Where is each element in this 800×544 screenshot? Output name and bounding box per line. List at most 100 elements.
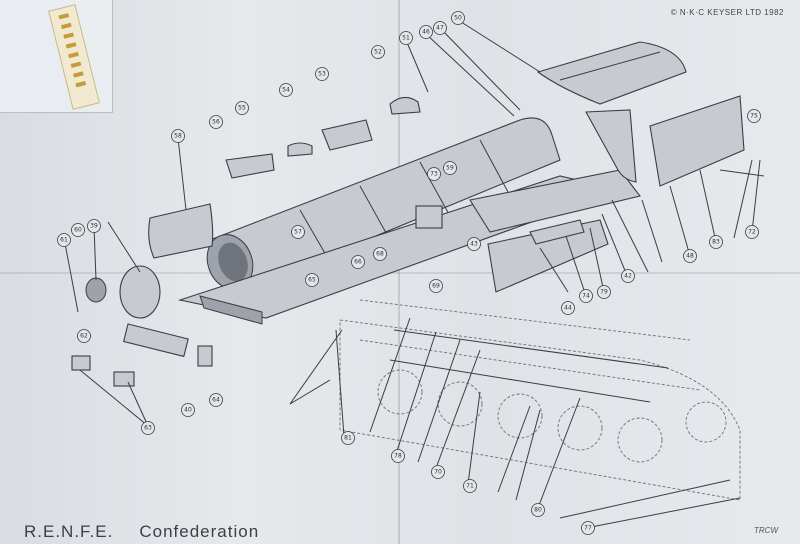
part-number-label: 61 [60, 237, 68, 244]
sandbox [321, 119, 373, 151]
fold-line [398, 0, 400, 544]
part-number-bubble: 47 [433, 21, 447, 35]
part-number-label: 44 [564, 305, 572, 312]
part-number-label: 65 [308, 277, 316, 284]
part-number-label: 56 [212, 119, 220, 126]
artist-credit: TRCW [754, 526, 778, 535]
cab-front [649, 95, 745, 187]
part-number-label: 66 [354, 259, 362, 266]
cab-roof [536, 41, 687, 105]
title-locomotive: Confederation [139, 522, 260, 541]
part-number-label: 40 [184, 407, 192, 414]
part-number-bubble: 63 [141, 421, 155, 435]
coupler [197, 345, 213, 367]
part-number-label: 50 [454, 15, 462, 22]
part-number-bubble: 56 [209, 115, 223, 129]
part-number-label: 83 [712, 239, 720, 246]
part-number-label: 53 [318, 71, 326, 78]
part-number-bubble: 51 [399, 31, 413, 45]
part-number-bubble: 53 [315, 67, 329, 81]
part-number-label: 57 [294, 229, 302, 236]
part-number-label: 54 [282, 87, 290, 94]
lubricator [415, 205, 443, 229]
part-number-label: 58 [174, 133, 182, 140]
part-number-bubble: 79 [597, 285, 611, 299]
part-number-bubble: 43 [467, 237, 481, 251]
loco-outline [339, 299, 741, 501]
copyright-notice: © N·K·C KEYSER LTD 1982 [670, 8, 784, 17]
fold-line [0, 272, 800, 274]
cab-side [585, 109, 637, 183]
decal-bag [0, 0, 113, 113]
part-number-label: 46 [422, 29, 430, 36]
part-number-bubble: 44 [561, 301, 575, 315]
part-number-bubble: 65 [305, 273, 319, 287]
part-number-bubble: 72 [745, 225, 759, 239]
part-number-label: 48 [686, 253, 694, 260]
boiler [206, 117, 561, 290]
title-railway: R.E.N.F.E. [24, 522, 114, 541]
part-number-bubble: 71 [463, 479, 477, 493]
part-number-label: 47 [436, 25, 444, 32]
part-number-label: 72 [748, 229, 756, 236]
safety-valve [225, 153, 275, 179]
dome [389, 96, 421, 115]
part-number-label: 64 [212, 397, 220, 404]
part-number-label: 59 [446, 165, 454, 172]
part-number-bubble: 50 [451, 11, 465, 25]
part-number-bubble: 66 [351, 255, 365, 269]
part-number-label: 69 [432, 283, 440, 290]
part-number-bubble: 52 [371, 45, 385, 59]
buffer-step [71, 355, 91, 371]
part-number-bubble: 62 [77, 329, 91, 343]
part-number-label: 74 [582, 293, 590, 300]
part-number-label: 51 [402, 35, 410, 42]
part-number-bubble: 42 [621, 269, 635, 283]
smokebox-door [119, 265, 161, 319]
part-number-label: 63 [144, 425, 152, 432]
part-number-bubble: 69 [429, 279, 443, 293]
part-number-label: 62 [80, 333, 88, 340]
part-number-label: 70 [434, 469, 442, 476]
part-number-bubble: 74 [579, 289, 593, 303]
part-number-label: 79 [600, 289, 608, 296]
part-number-label: 71 [466, 483, 474, 490]
chimney [287, 142, 313, 157]
part-number-bubble: 70 [431, 465, 445, 479]
part-number-label: 60 [74, 227, 82, 234]
part-number-bubble: 81 [341, 431, 355, 445]
buffer-beam [122, 323, 189, 358]
headlamp [85, 277, 107, 303]
part-number-bubble: 75 [747, 109, 761, 123]
part-number-label: 39 [90, 223, 98, 230]
part-number-bubble: 48 [683, 249, 697, 263]
part-number-bubble: 68 [373, 247, 387, 261]
part-number-bubble: 73 [427, 167, 441, 181]
buffer-step [113, 371, 135, 387]
part-number-bubble: 80 [531, 503, 545, 517]
part-number-label: 73 [430, 171, 438, 178]
part-number-bubble: 39 [87, 219, 101, 233]
part-number-label: 68 [376, 251, 384, 258]
part-number-bubbles: 50 47 46 51 52 53 54 55 56 58 75 73 57 59 68 66 65 61 60 39… [57, 11, 761, 535]
part-number-label: 52 [374, 49, 382, 56]
part-number-bubble: 54 [279, 83, 293, 97]
part-number-bubble: 78 [391, 449, 405, 463]
part-number-label: 55 [238, 105, 246, 112]
part-number-label: 77 [584, 525, 592, 532]
part-number-bubble: 61 [57, 233, 71, 247]
part-number-label: 42 [624, 273, 632, 280]
sheet-title: R.E.N.F.E. Confederation [24, 522, 259, 542]
part-number-bubble: 57 [291, 225, 305, 239]
leader-lines [63, 19, 765, 529]
part-number-label: 75 [750, 113, 758, 120]
part-number-label: 78 [394, 453, 402, 460]
part-number-bubble: 77 [581, 521, 595, 535]
part-number-bubble: 55 [235, 101, 249, 115]
part-number-bubble: 59 [443, 161, 457, 175]
part-number-bubble: 46 [419, 25, 433, 39]
part-number-bubble: 64 [209, 393, 223, 407]
part-number-bubble: 60 [71, 223, 85, 237]
part-number-bubble: 83 [709, 235, 723, 249]
